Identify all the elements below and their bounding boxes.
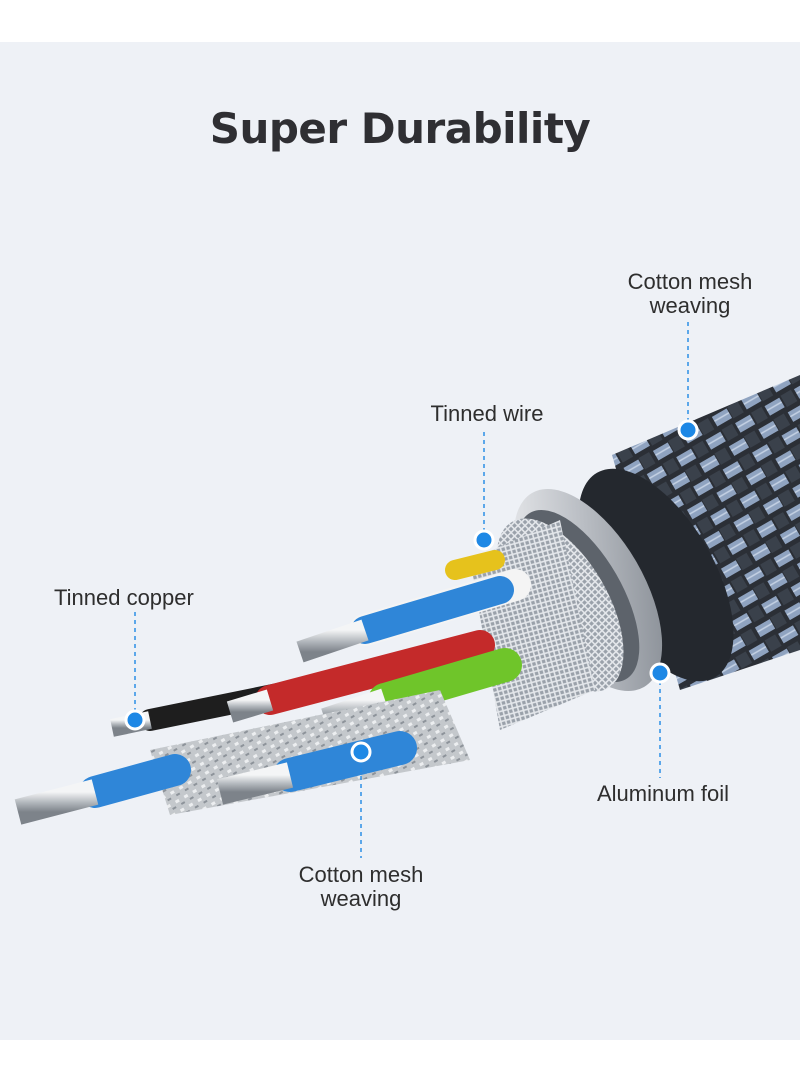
dot-cotton-mesh-top	[677, 419, 699, 441]
cable-outer-braid	[578, 375, 800, 690]
callout-tinned-copper: Tinned copper	[54, 586, 224, 610]
callout-cotton-mesh-top: Cotton mesh weaving	[610, 270, 770, 318]
dot-aluminum-foil	[649, 662, 671, 684]
callout-cotton-mesh-top-line2: weaving	[649, 293, 731, 318]
callout-tinned-wire: Tinned wire	[414, 402, 560, 426]
dot-tinned-copper	[124, 709, 146, 731]
callout-cotton-mesh-top-line1: Cotton mesh	[627, 269, 753, 294]
wire-yellow	[445, 550, 505, 580]
callout-tinned-wire-text: Tinned wire	[430, 401, 544, 426]
wire-blue-upper	[296, 569, 531, 663]
wire-blue-left	[14, 754, 191, 825]
wire-bundle	[14, 550, 531, 825]
wire-blue-lower	[216, 731, 417, 805]
callout-cotton-mesh-bottom: Cotton mesh weaving	[281, 863, 441, 911]
callout-cotton-mesh-bottom-line1: Cotton mesh	[298, 862, 424, 887]
page-title: Super Durability	[209, 104, 591, 153]
wire-red	[226, 630, 495, 723]
callout-lines	[134, 322, 689, 858]
dot-tinned-wire	[473, 529, 495, 551]
callout-cotton-mesh-bottom-line2: weaving	[320, 886, 402, 911]
callout-aluminum-foil: Aluminum foil	[578, 782, 748, 806]
callout-aluminum-foil-text: Aluminum foil	[596, 781, 730, 806]
callout-dots	[124, 419, 699, 763]
callout-tinned-copper-text: Tinned copper	[54, 585, 194, 610]
dot-cotton-mesh-bottom	[350, 741, 372, 763]
